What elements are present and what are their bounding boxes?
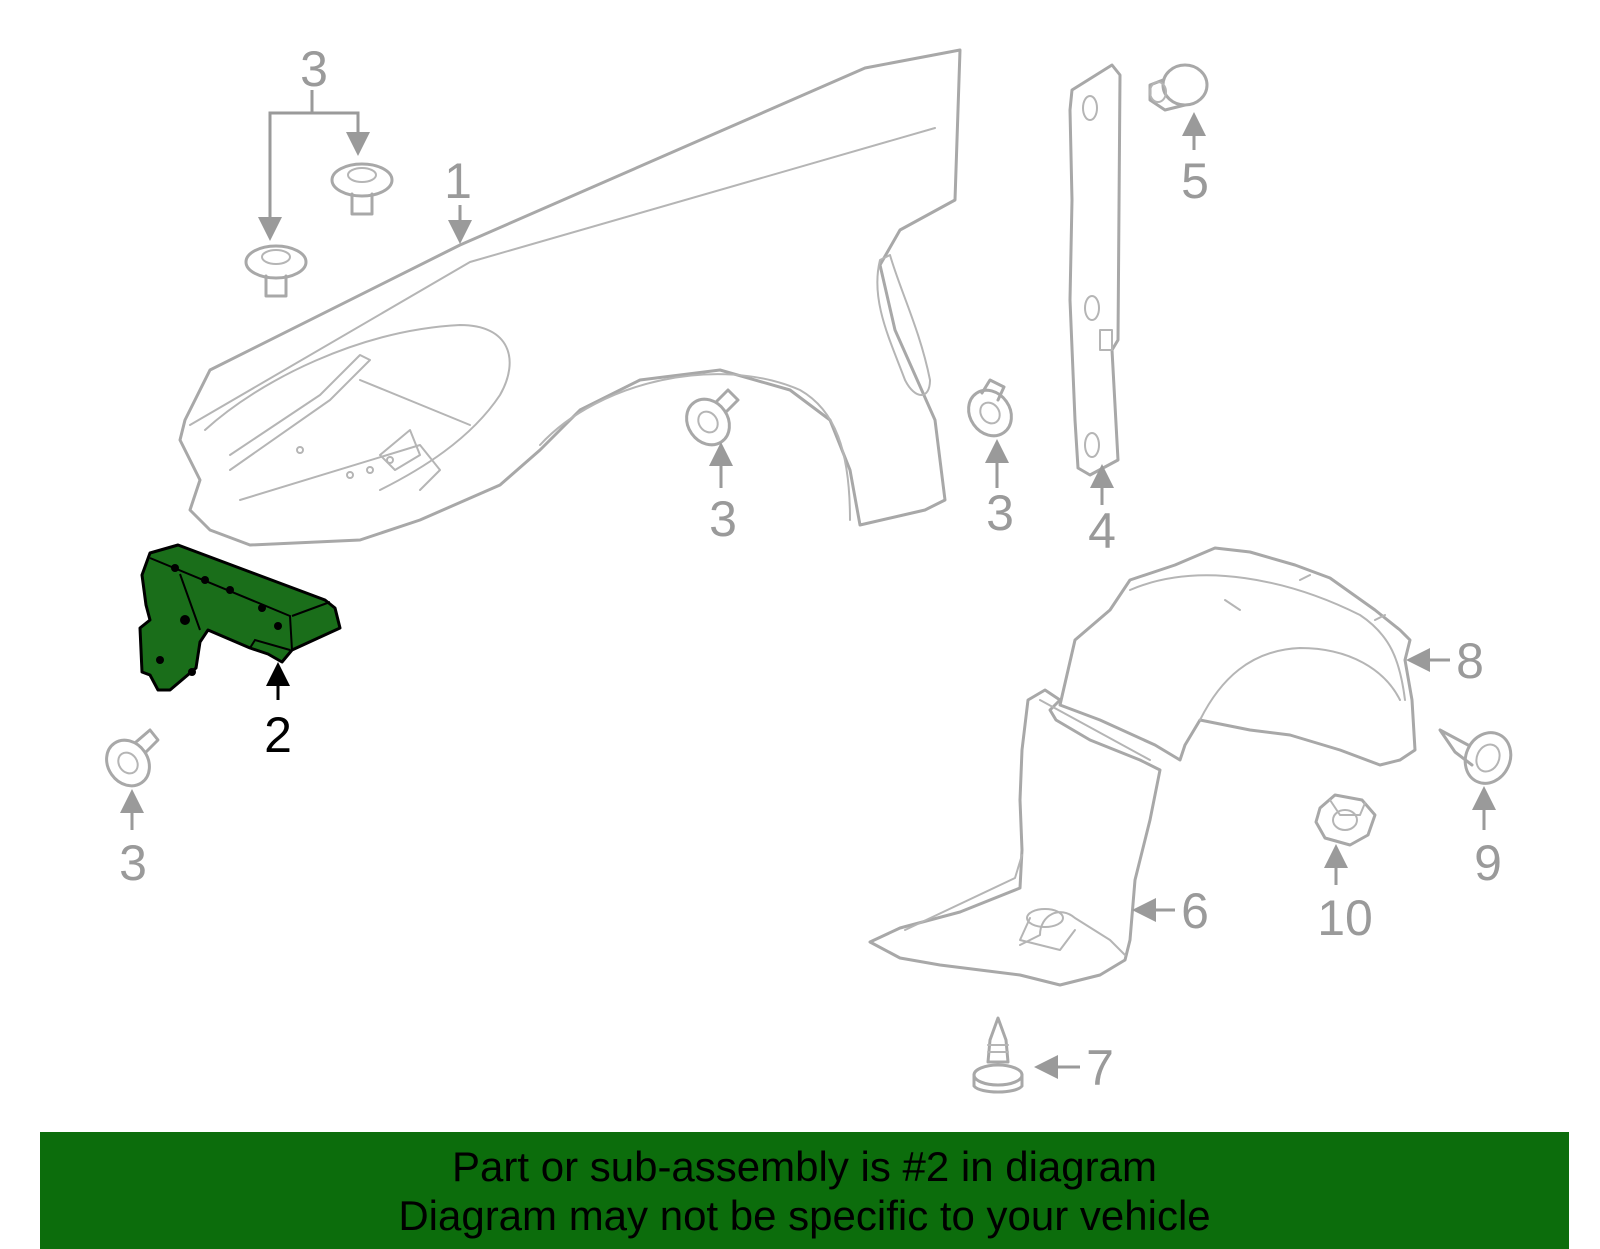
bracket-part-2[interactable]: [138, 543, 342, 692]
nut-part-10[interactable]: [1314, 793, 1377, 847]
pin-part-9[interactable]: [1438, 725, 1519, 791]
callout-2: 2: [264, 707, 292, 763]
clip-part-3-top[interactable]: [244, 162, 394, 298]
callout-3-mid: 3: [709, 491, 737, 547]
callout-3-left: 3: [119, 835, 147, 891]
clip-part-3-right[interactable]: [960, 378, 1020, 444]
callout-4: 4: [1088, 503, 1116, 559]
callout-3-right: 3: [986, 485, 1014, 541]
clip-part-3-left[interactable]: [98, 728, 160, 794]
liner-part-8[interactable]: [1058, 546, 1417, 767]
callout-6: 6: [1181, 883, 1209, 939]
liner-part-6[interactable]: [868, 688, 1162, 987]
callout-1: 1: [444, 153, 472, 209]
info-banner: Part or sub-assembly is #2 in diagram Di…: [40, 1132, 1569, 1249]
banner-line-disclaimer: Diagram may not be specific to your vehi…: [398, 1191, 1211, 1239]
fender-part-1[interactable]: [178, 48, 962, 547]
callout-5: 5: [1181, 153, 1209, 209]
callout-3-top: 3: [300, 41, 328, 97]
leader-lines: [120, 90, 1496, 1079]
clip-part-5[interactable]: [1148, 63, 1209, 112]
callout-9: 9: [1474, 835, 1502, 891]
clip-part-3-mid[interactable]: [678, 388, 740, 453]
callout-8: 8: [1456, 633, 1484, 689]
callout-10: 10: [1317, 890, 1373, 946]
screw-part-7[interactable]: [972, 1016, 1024, 1094]
banner-line-part: Part or sub-assembly is #2 in diagram: [452, 1142, 1157, 1190]
callout-7: 7: [1086, 1040, 1114, 1096]
strip-part-4[interactable]: [1068, 63, 1122, 477]
